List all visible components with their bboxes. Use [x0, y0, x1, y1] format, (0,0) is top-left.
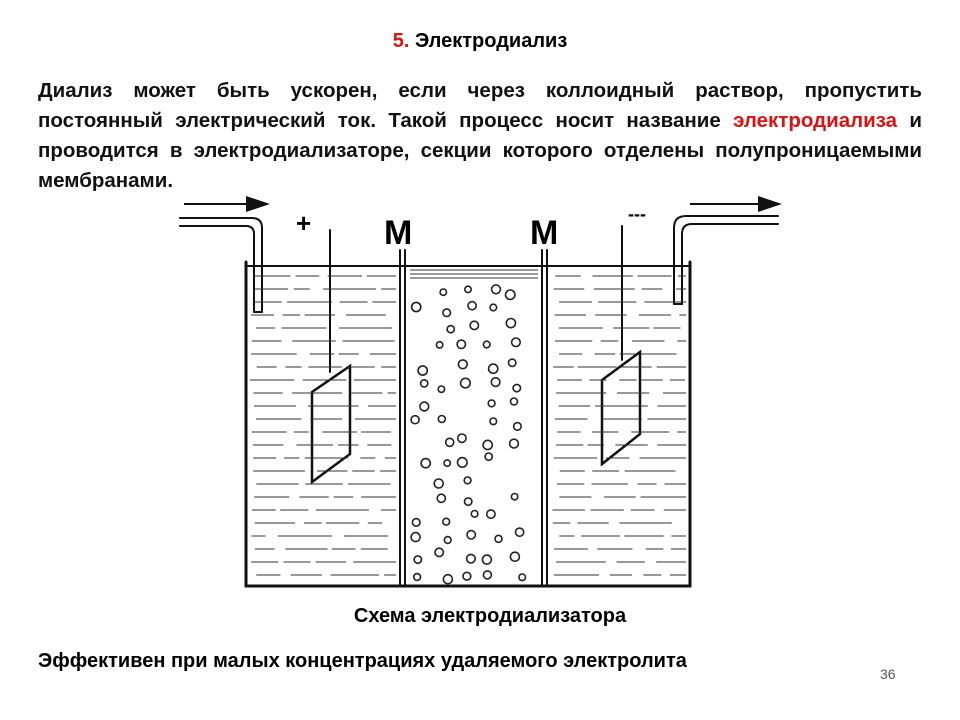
- paragraph-before: Диализ может быть ускорен, если через ко…: [38, 79, 922, 132]
- paragraph-highlight: электродиализа: [733, 109, 898, 132]
- water-hatching: [250, 269, 686, 576]
- inlet-pipe: [179, 217, 263, 313]
- page-number: 36: [880, 666, 896, 682]
- intro-paragraph: Диализ может быть ускорен, если через ко…: [38, 76, 922, 196]
- cathode-sign: ---: [628, 204, 646, 224]
- slide-title: 5. Электродиализ: [0, 30, 960, 53]
- title-text: Электродиализ: [414, 30, 568, 52]
- footnote-text: Эффективен при малых концентрациях удаля…: [38, 650, 687, 672]
- paragraph-after: и проводится в электродиализаторе, секци…: [38, 109, 922, 192]
- membrane-right: [541, 249, 548, 587]
- cathode-plate: [600, 349, 642, 467]
- anode-plate: [310, 363, 352, 485]
- container-outline: [244, 260, 692, 588]
- membrane-right-label: М: [530, 214, 558, 252]
- diagram-caption: Схема электродиализатора: [353, 605, 627, 627]
- outlet-pipe: [673, 215, 779, 305]
- inflow-arrow: [184, 196, 270, 212]
- membrane-left-label: М: [384, 214, 412, 252]
- anode-sign: +: [296, 208, 311, 238]
- membrane-left: [399, 249, 406, 587]
- title-number: 5.: [392, 30, 410, 52]
- outflow-arrow: [690, 196, 782, 212]
- colloid-particles: [410, 284, 527, 585]
